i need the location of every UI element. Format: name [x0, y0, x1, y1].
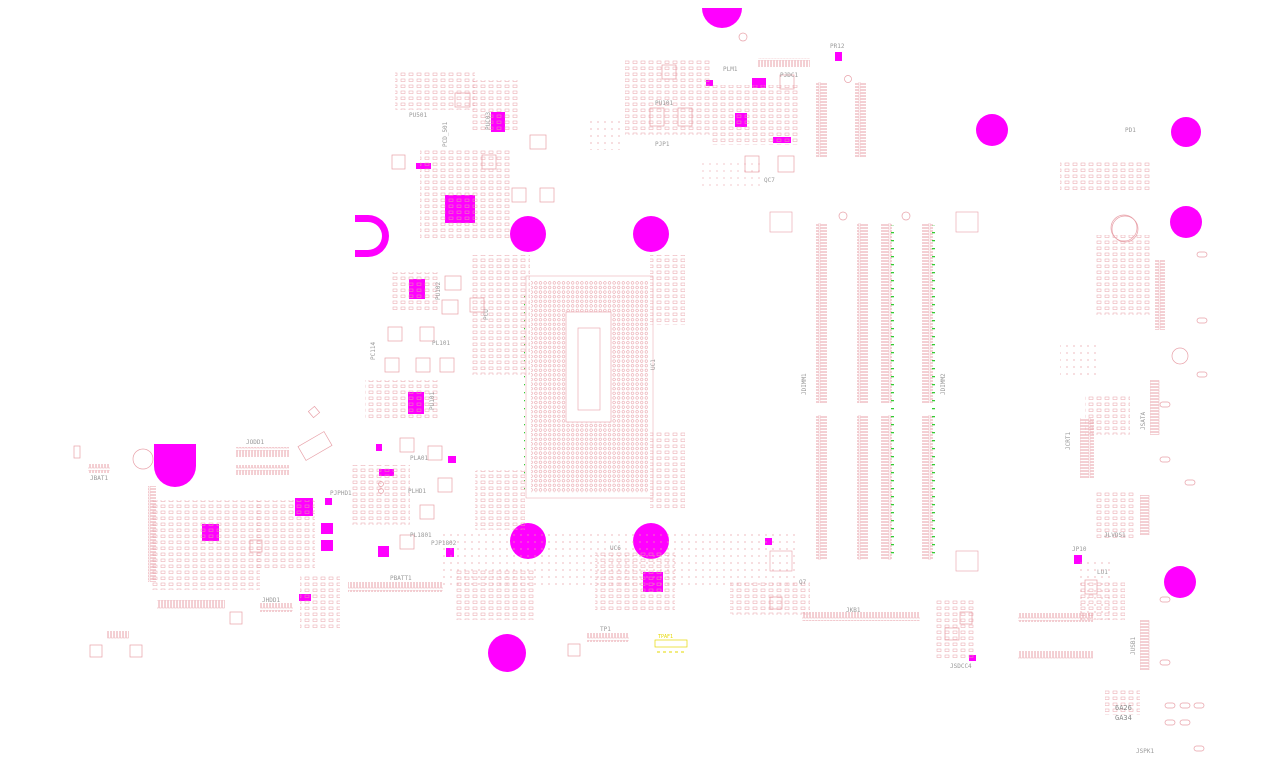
- label-pu101: PU101: [655, 100, 673, 107]
- edge-oval-pads: [1159, 251, 1208, 752]
- label-uc6: UC6: [610, 545, 621, 552]
- label-pr12: PR12: [830, 43, 845, 50]
- label-pu101b: PU101: [429, 392, 436, 410]
- label-puc03: PUC03: [485, 112, 492, 130]
- label-plm1: PLM1: [723, 66, 738, 73]
- mount-hole-2: [633, 216, 669, 252]
- label-pjp1: PJP1: [655, 141, 670, 148]
- component-outlines: [73, 32, 1189, 658]
- label-uc1: UC1: [650, 359, 657, 370]
- label-jbat1: JBAT1: [90, 475, 108, 482]
- label-ga34: GA34: [1115, 714, 1132, 722]
- label-q7: Q7: [799, 579, 807, 586]
- mount-hole-8: [1170, 206, 1202, 238]
- label-pcu: PCU: [483, 309, 490, 320]
- label-pla01: PLA01: [410, 455, 428, 462]
- label-tp1: TP1: [600, 626, 611, 633]
- label-pbatt1: PBATT1: [390, 575, 412, 582]
- label-tpaf1: TPAF1: [658, 634, 673, 640]
- label-pl101: PL101: [432, 340, 450, 347]
- label-qc7: QC7: [764, 177, 775, 184]
- label-jlvds: JLVDS1: [1104, 532, 1126, 539]
- silkscreen-labels: PU501 PCD_501 PUC03 PLM1 PU101 PJDC1 PJP…: [90, 43, 1154, 755]
- label-pd1: PD1: [1125, 127, 1136, 134]
- label-dimm1: JDIMM1: [801, 373, 808, 395]
- mount-hole-5: [488, 634, 526, 672]
- mount-half-top: [702, 8, 742, 28]
- label-jspk1: JSPK1: [1136, 748, 1154, 755]
- mount-bump-left: [154, 444, 196, 487]
- cpu-bga-footprint: [524, 275, 654, 499]
- mount-hole-1: [510, 216, 546, 252]
- mount-half-left: [355, 215, 389, 257]
- label-pu102: PU102: [435, 282, 442, 300]
- label-pu501: PU501: [409, 112, 427, 119]
- label-lu1: LU1: [1097, 569, 1108, 576]
- label-pjdc1: PJDC1: [780, 72, 798, 79]
- label-pcd-501: PCD_501: [442, 121, 449, 147]
- label-jkb1: JKB1: [846, 607, 861, 614]
- label-plhd1: PLHD1: [408, 488, 426, 495]
- mount-hole-7: [1171, 117, 1201, 147]
- label-jcrt: JCRT1: [1065, 432, 1072, 450]
- connectors: [88, 58, 1165, 670]
- label-jodd1: JODD1: [246, 439, 264, 446]
- label-pjphd1: PJPHD1: [330, 490, 352, 497]
- label-pl1801: PL1801: [410, 532, 432, 539]
- mount-hole-9: [1164, 566, 1196, 598]
- label-jsdcc4: JSDCC4: [950, 663, 972, 670]
- label-jp10: JP10: [1072, 546, 1087, 553]
- label-6a26: 6A26: [1115, 704, 1132, 712]
- label-jhdd1: JHDD1: [262, 597, 280, 604]
- label-jsata: JSATA: [1140, 412, 1147, 430]
- dimm-slots: JDIMM1 JDIMM2: [769, 75, 979, 572]
- label-jusb: JUSB1: [1130, 637, 1137, 655]
- mount-hole-6: [976, 114, 1008, 146]
- label-dimm2: JDIMM2: [940, 373, 947, 395]
- label-pc114: PC114: [370, 342, 377, 360]
- label-pjp1802: PJP1802: [431, 540, 457, 547]
